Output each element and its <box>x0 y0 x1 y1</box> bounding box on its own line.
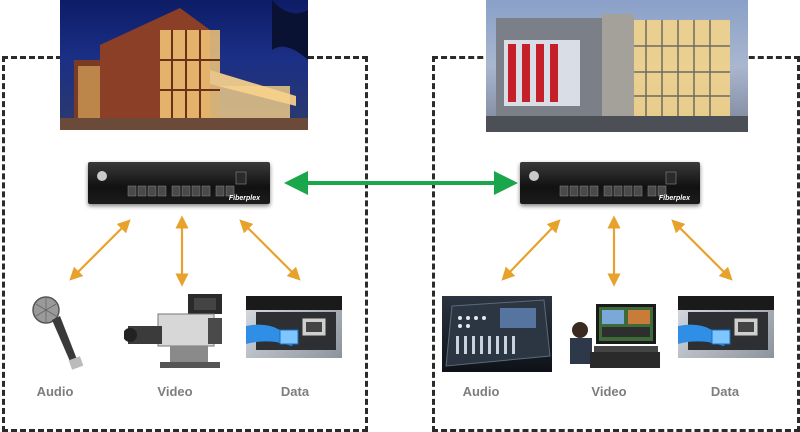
left-video-label: Video <box>157 384 193 399</box>
left-building-image <box>60 0 308 130</box>
right-audio-arrow <box>501 219 561 281</box>
right-data-arrow <box>671 219 733 281</box>
video-camera-icon <box>124 292 232 370</box>
left-audio-label: Audio <box>36 384 74 399</box>
right-fiber-multiplexer: Fiberplex <box>520 162 700 204</box>
left-fiber-multiplexer: Fiberplex <box>88 162 270 204</box>
left-audio-arrow <box>69 219 131 281</box>
video-editing-station-icon <box>564 300 660 370</box>
right-data-label: Data <box>710 384 740 399</box>
left-device-brand: Fiberplex <box>228 195 260 202</box>
left-data-arrow <box>239 219 301 281</box>
right-audio-label: Audio <box>462 384 500 399</box>
ethernet-port-icon <box>246 296 342 358</box>
right-device-brand: Fiberplex <box>658 195 690 202</box>
right-building-image <box>486 0 748 132</box>
left-data-label: Data <box>280 384 310 399</box>
microphone-icon <box>26 292 86 372</box>
right-ethernet-port-icon <box>678 296 774 358</box>
right-video-label: Video <box>591 384 627 399</box>
mixing-console-icon <box>442 296 552 372</box>
